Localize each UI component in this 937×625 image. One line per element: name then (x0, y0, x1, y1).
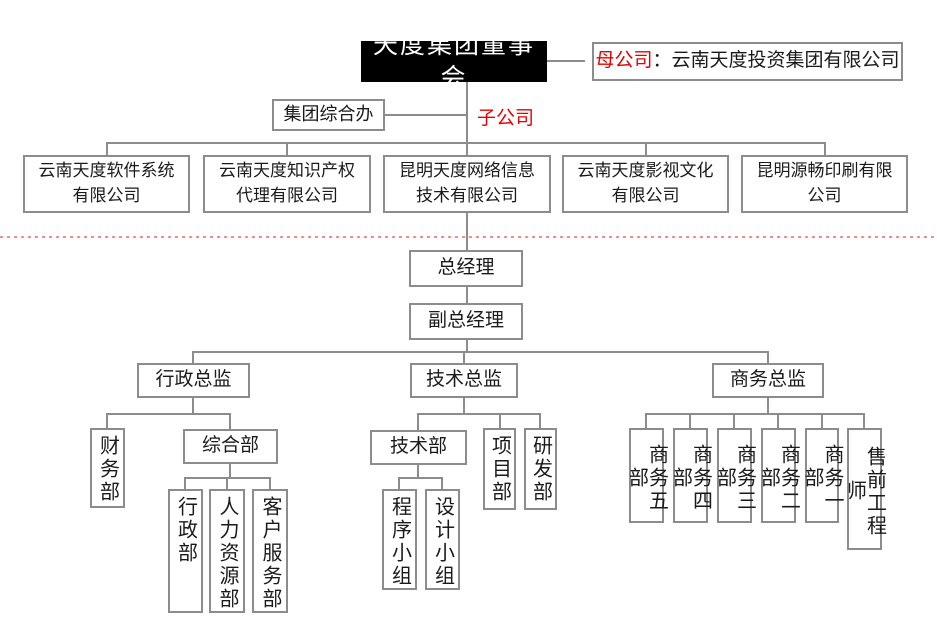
connector-drop (226, 477, 228, 489)
company-name-line: 云南天度影视文化 (577, 161, 714, 181)
node-company-network: 昆明天度网络信息 技术有限公司 (383, 155, 551, 213)
connector-gm-deputy (466, 287, 468, 303)
node-business-dept-4: 商务四部 (670, 428, 712, 523)
connector-admin-down (192, 398, 194, 414)
subsidiary-label: 子公司 (477, 108, 535, 129)
connector-drop (398, 477, 400, 489)
connector-admin-children (106, 413, 231, 415)
node-design-team: 设计小组 (425, 489, 460, 590)
connector-drop (733, 413, 735, 428)
connector-directors (192, 351, 769, 353)
company-name-line: 代理有限公司 (236, 186, 338, 205)
company-name-line: 云南天度软件系统 (38, 161, 175, 181)
connector-drop (463, 351, 465, 363)
node-administration-dept: 行政部 (168, 489, 203, 613)
node-business-director: 商务总监 (712, 363, 824, 398)
parent-company-name: ：云南天度投资集团有限公司 (652, 50, 900, 72)
connector-drop (184, 477, 186, 489)
company-name-line: 有限公司 (611, 186, 680, 205)
connector-drop (821, 413, 823, 428)
company-name-line: 昆明天度网络信息 (399, 161, 535, 181)
connector-drop (286, 142, 288, 155)
connector-drop (441, 477, 443, 489)
connector-office (385, 114, 466, 116)
node-general-manager: 总经理 (409, 250, 523, 287)
connector-drop (767, 351, 769, 363)
connector-drop (229, 413, 231, 429)
connector-drop (192, 351, 194, 363)
node-group-office: 集团综合办 (272, 99, 385, 131)
node-company-printing: 昆明源畅印刷有限 公司 (741, 155, 908, 213)
company-name-line: 云南天度知识产权 (219, 161, 355, 181)
connector-board-down (466, 82, 468, 155)
connector-company-gm (466, 213, 468, 250)
connector-board-parent (547, 60, 585, 62)
connector-drop (499, 413, 501, 428)
connector-techdept-children (398, 477, 443, 479)
company-name-line: 有限公司 (72, 186, 141, 205)
node-business-dept-1: 商务一部 (801, 428, 843, 523)
connector-drop (106, 413, 108, 428)
connector-drop (863, 413, 865, 428)
connector-business-children (645, 413, 865, 415)
node-general-affairs-dept: 综合部 (183, 429, 278, 464)
connector-drop (824, 142, 826, 155)
connector-drop (539, 413, 541, 428)
company-name-line: 昆明源畅印刷有限 (756, 161, 893, 181)
node-tech-director: 技术总监 (410, 363, 518, 398)
node-company-media: 云南天度影视文化 有限公司 (562, 155, 729, 213)
connector-tech-children (417, 413, 541, 415)
connector-drop (417, 413, 419, 430)
company-name-line: 公司 (807, 186, 842, 205)
node-hr-dept: 人力资源部 (209, 489, 245, 613)
node-rnd-dept: 研发部 (524, 428, 557, 510)
connector-deputy-down (466, 340, 468, 352)
node-programming-team: 程序小组 (382, 489, 417, 590)
parent-company-prefix: 母公司 (595, 50, 653, 72)
node-presales-engineer: 售前工程师 (844, 428, 886, 550)
connector-drop (689, 413, 691, 428)
connector-general-down (229, 464, 231, 478)
connector-techdept-down (417, 465, 419, 478)
connector-drop (645, 413, 647, 428)
division-divider-line (0, 236, 937, 238)
node-parent-company: 母公司：云南天度投资集团有限公司 (592, 42, 903, 81)
company-name-line: 技术有限公司 (416, 186, 518, 205)
connector-drop (777, 413, 779, 428)
node-customer-service-dept: 客户服务部 (252, 489, 288, 613)
node-deputy-general-manager: 副总经理 (409, 303, 523, 340)
node-tech-dept: 技术部 (370, 430, 467, 465)
node-company-software: 云南天度软件系统 有限公司 (23, 155, 190, 213)
node-business-dept-5: 商务五部 (626, 428, 668, 523)
node-business-dept-3: 商务三部 (714, 428, 756, 523)
connector-companies (106, 142, 826, 144)
connector-drop (106, 142, 108, 155)
node-company-ip-agency: 云南天度知识产权 代理有限公司 (203, 155, 371, 213)
node-business-dept-2: 商务二部 (758, 428, 800, 523)
node-project-dept: 项目部 (483, 428, 516, 510)
node-board: 天度集团董事会 (361, 31, 547, 92)
connector-drop (645, 142, 647, 155)
node-admin-director: 行政总监 (137, 363, 250, 398)
connector-business-down (767, 398, 769, 414)
node-finance-dept: 财务部 (90, 428, 125, 508)
connector-tech-down (463, 398, 465, 414)
connector-drop (269, 477, 271, 489)
